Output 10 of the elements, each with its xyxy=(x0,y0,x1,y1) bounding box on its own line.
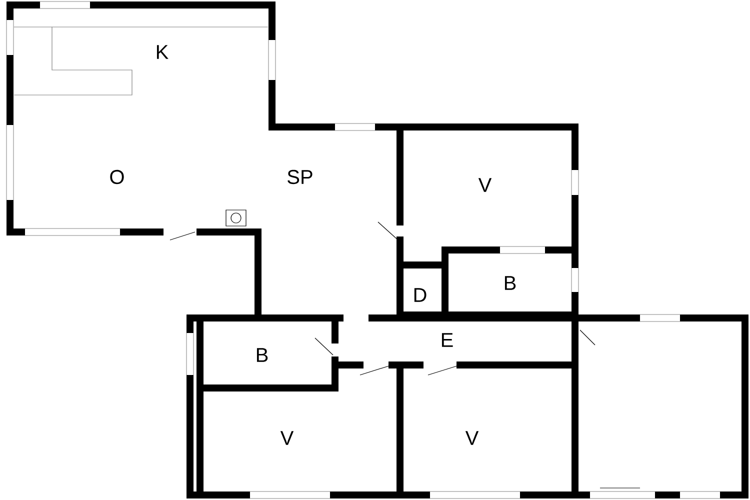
room-label: E xyxy=(442,333,453,347)
room-label: D xyxy=(414,288,426,302)
room-label: V xyxy=(465,431,479,445)
room-label: K xyxy=(156,45,168,59)
room-label: SP xyxy=(288,170,312,184)
room-label: V xyxy=(478,178,492,192)
room-label: B xyxy=(504,276,516,290)
room-label: V xyxy=(280,431,294,445)
room-label: O xyxy=(110,170,124,184)
room-label: B xyxy=(256,348,268,362)
